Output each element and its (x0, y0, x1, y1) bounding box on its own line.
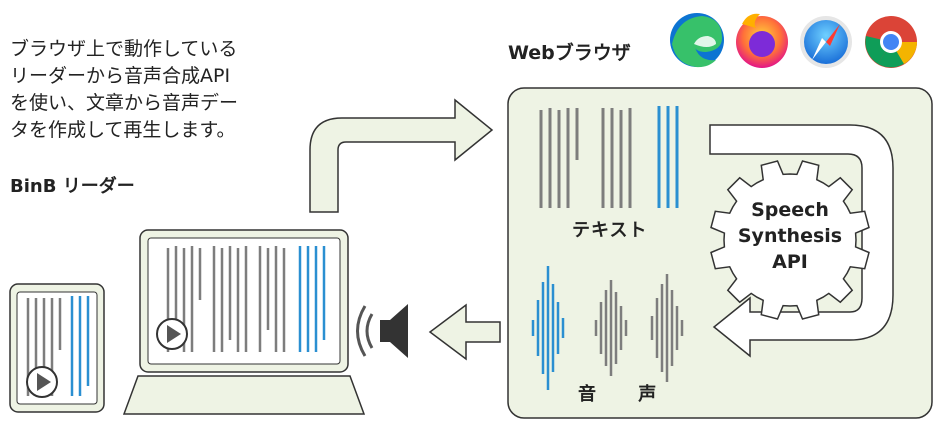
return-arrow (428, 303, 501, 361)
description-line-1: ブラウザ上で動作している (10, 38, 238, 60)
chrome-icon (865, 16, 917, 68)
waveform-gray-2 (650, 274, 684, 382)
binb-reader-label: BinB リーダー (10, 176, 135, 197)
gear-label-1: Speech (751, 199, 829, 221)
firefox-icon (736, 13, 788, 68)
safari-icon (800, 16, 852, 68)
web-browser-label: Webブラウザ (508, 42, 631, 64)
gear-label-2: Synthesis (738, 225, 842, 247)
voice-label: 音 声 (578, 384, 675, 405)
tablet-play-icon (26, 366, 58, 398)
laptop-text-lines (166, 246, 326, 352)
edge-icon (670, 13, 724, 68)
text-lines (539, 106, 679, 208)
gear-icon (710, 160, 870, 320)
text-label: テキスト (572, 220, 648, 241)
waveform-blue (531, 266, 565, 390)
description-line-2: リーダーから音声合成API (10, 65, 231, 87)
description-line-3: を使い、文章から音声デー (10, 92, 239, 114)
laptop-icon (122, 229, 366, 415)
description-text: ブラウザ上で動作している リーダーから音声合成API を使い、文章から音声デー … (10, 36, 310, 144)
process-arrow (709, 124, 894, 358)
speaker-icon (356, 304, 408, 358)
send-arrow (309, 98, 494, 213)
tablet-icon (9, 283, 105, 413)
laptop-play-icon (156, 318, 188, 350)
waveform-gray-1 (594, 280, 628, 376)
gear-label-3: API (772, 251, 808, 273)
description-line-4: タを作成して再生します。 (10, 119, 236, 141)
